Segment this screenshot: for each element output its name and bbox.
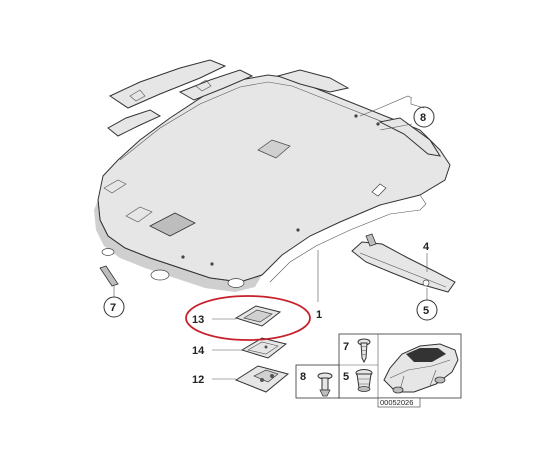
callout-7-circle: 7 — [103, 296, 125, 318]
lamp-housing-part-14 — [212, 337, 288, 359]
headliner-part-1 — [94, 74, 451, 302]
trim-strip-part-4 — [351, 233, 456, 300]
hardware-inset: 7 8 5 — [295, 333, 462, 408]
push-pin-icon — [317, 372, 333, 397]
drawing-number: 00052026 — [380, 398, 413, 407]
lamp-unit-part-12 — [212, 365, 290, 393]
highlight-ellipse — [185, 295, 311, 341]
callout-12: 12 — [192, 374, 204, 386]
callout-13: 13 — [192, 314, 204, 326]
callout-4: 4 — [423, 241, 430, 253]
callout-8-circle: 8 — [359, 95, 435, 131]
inset-label-7: 7 — [343, 341, 349, 353]
rear-roof-strips — [107, 59, 442, 157]
callout-1: 1 — [316, 309, 322, 321]
callout-7: 7 — [110, 302, 116, 314]
callout-5-circle: 5 — [416, 299, 438, 321]
callout-5: 5 — [423, 305, 429, 317]
callout-14: 14 — [192, 345, 205, 357]
inset-label-8: 8 — [300, 371, 306, 383]
lamp-lens-part-13 — [212, 305, 282, 327]
inset-label-5: 5 — [343, 371, 349, 383]
callout-8: 8 — [420, 112, 426, 124]
clip-part-7 — [99, 265, 119, 298]
screw-icon — [357, 338, 371, 364]
expansion-clip-icon — [355, 369, 373, 392]
car-location-icon — [383, 343, 459, 394]
